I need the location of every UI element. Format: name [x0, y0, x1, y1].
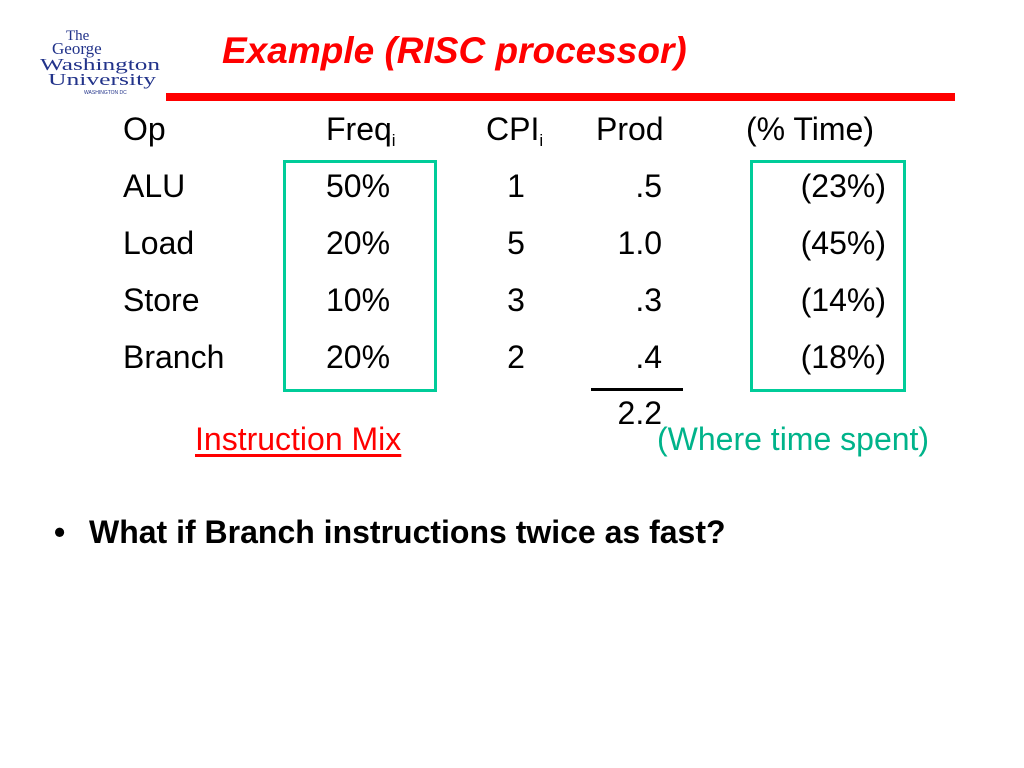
- row-cpi: 2: [507, 339, 525, 375]
- row-cpi: 1: [507, 168, 525, 204]
- sum-line: [591, 388, 683, 391]
- row-time: (23%): [800, 168, 886, 204]
- header-cpi-text: CPI: [486, 111, 540, 147]
- row-op: Store: [123, 282, 200, 318]
- header-cpi: CPIi: [486, 109, 543, 149]
- university-logo: The George Washington University WASHING…: [40, 26, 162, 96]
- freq-column-box: [283, 160, 437, 392]
- row-cpi: 3: [507, 282, 525, 318]
- header-freq-subscript: i: [391, 131, 396, 150]
- prod-total: 2.2: [617, 395, 662, 431]
- bullet-item: • What if Branch instructions twice as fa…: [54, 512, 726, 552]
- row-freq: 20%: [326, 339, 391, 375]
- logo-line-4: University: [48, 70, 157, 89]
- header-time: (% Time): [746, 111, 874, 147]
- row-prod: .3: [635, 282, 662, 318]
- logo-line-3: Washington: [40, 55, 161, 74]
- row-freq: 20%: [326, 225, 391, 261]
- header-cpi-subscript: i: [539, 131, 544, 150]
- row-cpi: 5: [507, 225, 525, 261]
- row-time: (18%): [800, 339, 886, 375]
- where-time-spent-label: (Where time spent): [657, 421, 930, 457]
- row-prod: .4: [635, 339, 662, 375]
- row-freq: 50%: [326, 168, 391, 204]
- header-freq: Freqi: [326, 109, 396, 149]
- row-prod: 1.0: [617, 225, 662, 261]
- header-prod: Prod: [596, 111, 664, 147]
- logo-line-1: The: [66, 28, 90, 44]
- bullet-text: What if Branch instructions twice as fas…: [89, 514, 726, 550]
- header-op: Op: [123, 111, 166, 147]
- title-underline: [166, 93, 955, 101]
- row-op: Branch: [123, 339, 225, 375]
- logo-line-2: George: [52, 39, 102, 58]
- slide-title: Example (RISC processor): [222, 30, 687, 71]
- time-column-box: [750, 160, 906, 392]
- row-time: (45%): [800, 225, 886, 261]
- logo-mark: The George Washington University WASHING…: [40, 28, 161, 96]
- row-op: Load: [123, 225, 195, 261]
- row-time: (14%): [800, 282, 886, 318]
- row-prod: .5: [635, 168, 662, 204]
- instruction-mix-label: Instruction Mix: [195, 421, 402, 457]
- row-op: ALU: [123, 168, 186, 204]
- row-freq: 10%: [326, 282, 391, 318]
- bullet-dot-icon: •: [54, 514, 66, 550]
- header-freq-text: Freq: [326, 111, 392, 147]
- logo-line-5: WASHINGTON DC: [84, 90, 127, 96]
